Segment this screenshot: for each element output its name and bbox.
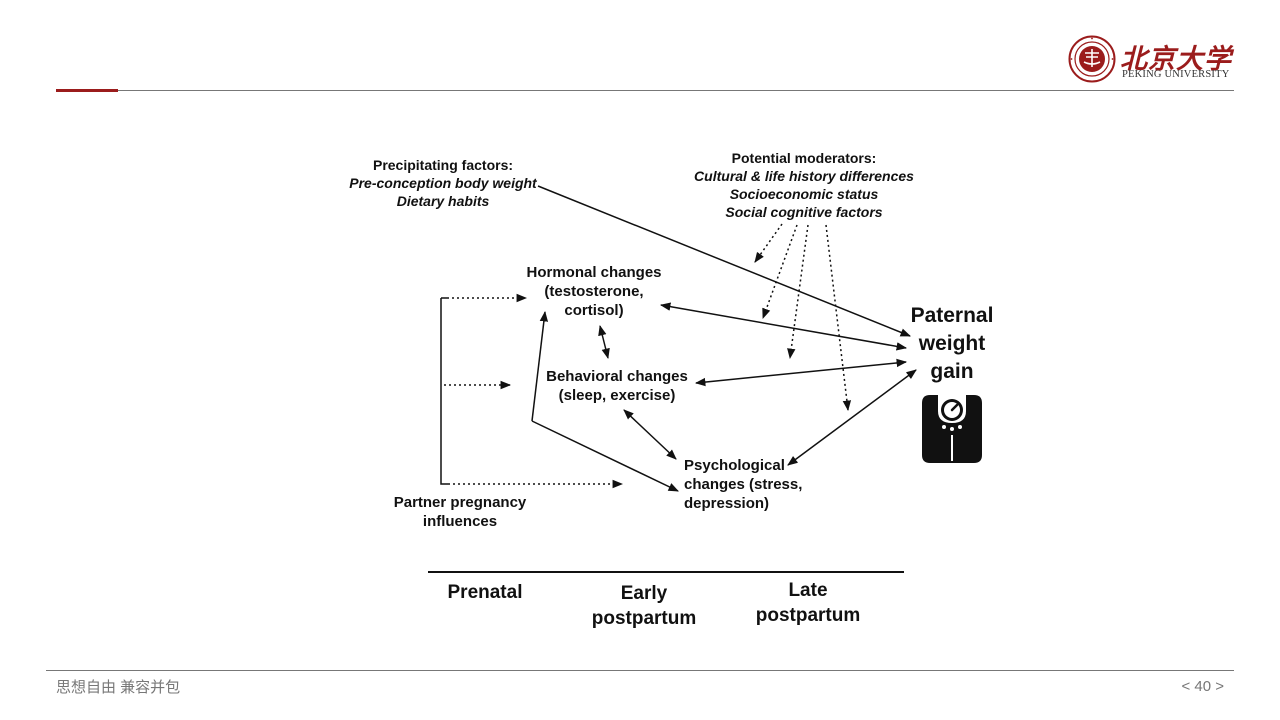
logo-english-name: PEKING UNIVERSITY xyxy=(1122,69,1230,80)
late-line: postpartum xyxy=(755,605,861,626)
behavioral-line: Behavioral changes xyxy=(546,368,688,385)
hormonal-line: (testosterone, xyxy=(544,283,644,300)
hormonal-line: cortisol) xyxy=(564,302,624,319)
page-number: < 40 > xyxy=(1181,678,1224,695)
moderator-item: Social cognitive factors xyxy=(725,204,883,220)
timeline-bracket xyxy=(440,298,448,485)
arrow-behavioral-psychological xyxy=(623,409,677,460)
psychological-changes-node: Psychological changes (stress, depressio… xyxy=(684,456,814,513)
partner-line: Partner pregnancy xyxy=(393,494,527,511)
outcome-line: weight xyxy=(918,332,986,355)
dotted-arrow-moderator-3 xyxy=(787,224,809,360)
university-logo: 北京大学 PEKING UNIVERSITY xyxy=(1068,35,1238,85)
header-rule xyxy=(56,90,1234,91)
moderator-item: Socioeconomic status xyxy=(729,186,879,202)
precipitating-item: Dietary habits xyxy=(396,193,490,209)
university-seal-icon xyxy=(1068,35,1116,83)
footer-rule xyxy=(46,670,1234,671)
early-line: postpartum xyxy=(591,608,697,629)
psychological-line: depression) xyxy=(684,495,770,512)
arrow-partner-to-psychological xyxy=(531,420,679,492)
late-line: Late xyxy=(788,580,828,601)
dotted-arrow-moderator-2 xyxy=(762,224,798,319)
precipitating-factors: Precipitating factors: Pre-conception bo… xyxy=(345,156,541,210)
moderators-title: Potential moderators: xyxy=(731,150,877,166)
precipitating-title: Precipitating factors: xyxy=(372,157,514,173)
logo-chinese-name: 北京大学 xyxy=(1120,44,1232,75)
prenatal-line: Prenatal xyxy=(447,582,523,603)
paternal-weight-gain-node: Paternal weight gain xyxy=(900,302,1004,386)
weight-scale-icon xyxy=(922,395,982,463)
dotted-arrow-moderator-4 xyxy=(825,224,852,412)
moderator-item: Cultural & life history differences xyxy=(694,168,914,184)
hormonal-line: Hormonal changes xyxy=(526,264,662,281)
early-line: Early xyxy=(620,583,668,604)
arrow-behavioral-weight xyxy=(694,358,908,387)
partner-pregnancy-node: Partner pregnancy influences xyxy=(384,493,536,531)
timeline-prenatal: Prenatal xyxy=(430,580,540,605)
potential-moderators: Potential moderators: Cultural & life hi… xyxy=(694,149,914,221)
partner-line: influences xyxy=(422,513,498,530)
dotted-arrow-moderator-1 xyxy=(754,223,783,263)
footer-motto: 思想自由 兼容并包 xyxy=(56,679,181,696)
psychological-line: changes (stress, xyxy=(684,476,803,493)
arrow-psychological-weight xyxy=(787,369,917,466)
arrow-partner-to-hormonal xyxy=(531,310,549,422)
behavioral-changes-node: Behavioral changes (sleep, exercise) xyxy=(536,367,698,405)
timeline-early-postpartum: Early postpartum xyxy=(574,581,714,631)
outcome-line: gain xyxy=(930,360,974,383)
psychological-line: Psychological xyxy=(684,457,785,474)
hormonal-changes-node: Hormonal changes (testosterone, cortisol… xyxy=(514,263,674,320)
header-accent-bar xyxy=(56,89,118,92)
behavioral-line: (sleep, exercise) xyxy=(558,387,676,404)
arrow-hormonal-weight xyxy=(659,302,908,351)
arrow-hormonal-behavioral xyxy=(598,324,610,360)
precipitating-item: Pre-conception body weight xyxy=(349,175,537,191)
outcome-line: Paternal xyxy=(910,304,994,327)
timeline-late-postpartum: Late postpartum xyxy=(738,578,878,628)
